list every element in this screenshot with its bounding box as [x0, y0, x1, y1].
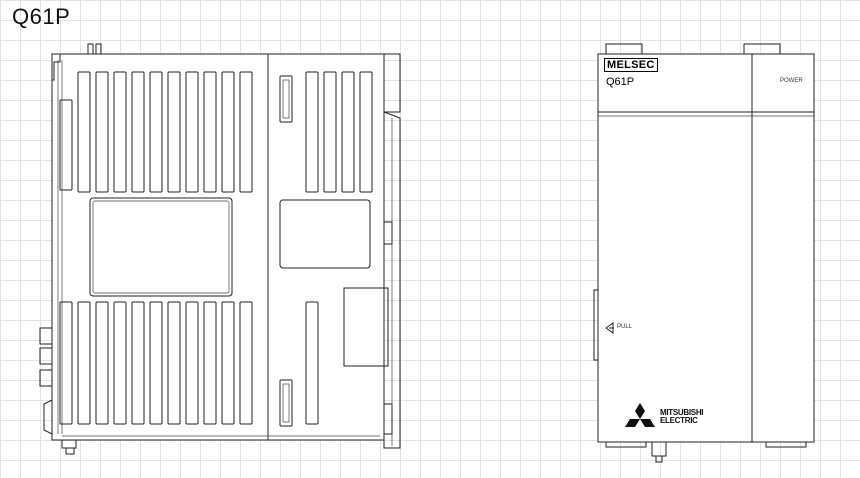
side-right-block: [343, 287, 389, 367]
page-title: Q61P: [12, 4, 71, 29]
maker-label: MITSUBISHI ELECTRIC: [660, 408, 704, 425]
power-led-label: POWER: [780, 78, 803, 84]
side-right-rail: [383, 111, 401, 449]
side-label-panel: [89, 197, 233, 297]
front-body-outline: [597, 53, 815, 443]
side-connector-2: [39, 347, 53, 365]
pull-label: PULL: [617, 324, 633, 330]
side-right-slot-top: [279, 75, 293, 123]
brand-label: MELSEC: [604, 58, 658, 72]
side-body-outline: [51, 53, 385, 441]
front-bottom-connector: [651, 441, 667, 457]
side-connector-3: [39, 369, 53, 387]
side-right-label-panel: [279, 199, 371, 269]
side-top-rail: [384, 53, 401, 113]
front-top-clip-left: [605, 43, 643, 55]
model-label: Q61P: [606, 76, 635, 88]
front-view: [593, 43, 815, 463]
side-view: [39, 43, 401, 455]
brand-label-text: MELSEC: [607, 59, 655, 71]
maker-label-line1: MITSUBISHI: [660, 408, 704, 417]
mitsubishi-logo-icon: [625, 403, 655, 427]
side-bottom-hook: [43, 399, 53, 435]
maker-label-line2: ELECTRIC: [660, 416, 698, 425]
side-upper-vents: [77, 71, 253, 193]
side-right-slot-bottom: [279, 379, 293, 427]
side-lower-vents: [59, 301, 253, 425]
front-top-clip-right: [743, 43, 781, 55]
side-top-latch: [52, 54, 61, 81]
side-connector-1: [39, 327, 53, 345]
side-right-upper-vents: [305, 71, 373, 193]
